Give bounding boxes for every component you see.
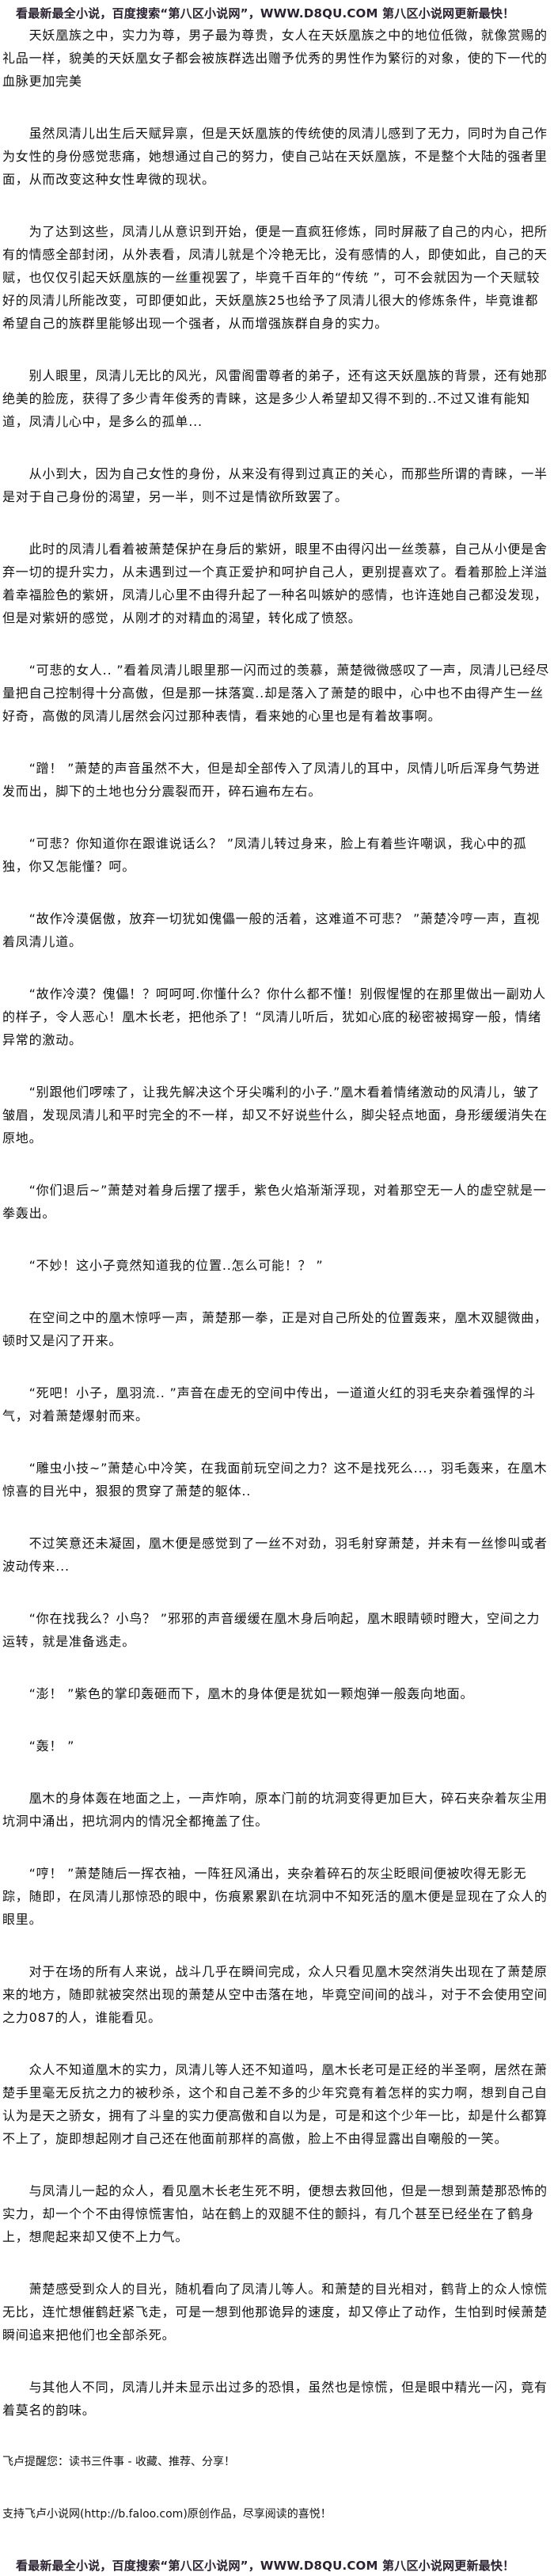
site-banner-top: 看最新最全小说，百度搜索“第八区小说网”，WWW.D8QU.COM 第八区小说网… — [16, 6, 515, 21]
chapter-content: 天妖凰族之中，实力为尊，男子最为尊贵，女人在天妖凰族之中的地位低微，就像赏赐的礼… — [0, 24, 550, 2422]
paragraph: 虽然凤清儿出生后天赋异禀，但是天妖凰族的传统使的凤清儿感到了无力，同时为自己作为… — [2, 126, 548, 187]
reading-reminder: 飞卢提醒您：读书三件事 - 收藏、推荐、分享！ — [2, 2456, 235, 2468]
paragraph: “哼！ ”萧楚随后一挥衣袖，一阵狂风涌出，夹杂着碎石的灰尘眨眼间便被吹得无影无踪… — [2, 1866, 548, 1927]
paragraph: 天妖凰族之中，实力为尊，男子最为尊贵，女人在天妖凰族之中的地位低微，就像赏赐的礼… — [2, 28, 548, 89]
paragraph: 为了达到这些，凤清儿从意识到开始，便是一直疯狂修炼，同时屏蔽了自己的内心，把所有… — [2, 224, 548, 331]
paragraph: 别人眼里，凤清儿无比的风光，风雷阁雷尊者的弟子，还有这天妖凰族的背景，还有她那绝… — [2, 368, 548, 429]
paragraph: “可悲？你知道你在跟谁说话么？ ”凤清儿转过身来，脸上有着些许嘲讽，我心中的孤独… — [2, 836, 527, 874]
paragraph: “故作冷漠？傀儡！？呵呵呵.你懂什么？你什么都不懂！别假惺惺的在那里做出一副劝人… — [2, 986, 546, 1047]
paragraph: “死吧！小子，凰羽流.. ”声音在虚无的空间中传出，一道道火红的羽毛夹杂着强悍的… — [2, 1385, 537, 1423]
paragraph: 对于在场的所有人来说，战斗几乎在瞬间完成，众人只看见凰木突然消失出现在了萧楚原来… — [2, 1964, 548, 2025]
paragraph: 不过笑意还未凝固，凰木便是感觉到了一丝不对劲，羽毛射穿萧楚，并未有一丝惨叫或者波… — [2, 1536, 548, 1574]
site-banner-bottom: 看最新最全小说，百度搜索“第八区小说网”，WWW.D8QU.COM 第八区小说网… — [16, 2559, 515, 2573]
paragraph: “澎！ ”紫色的掌印轰砸而下，凰木的身体便是犹如一颗炮弹一般轰向地面。 — [28, 1686, 474, 1701]
paragraph: 众人不知道凰木的实力，凤清儿等人还不知道吗，凰木长老可是正经的半圣啊，居然在萧楚… — [2, 2062, 548, 2146]
paragraph: “雕虫小技~”萧楚心中冷笑，在我面前玩空间之力？这不是找死么...，羽毛轰来，在… — [2, 1461, 548, 1499]
paragraph: “故作冷漠倨傲，放弃一切犹如傀儡一般的活着，这难道不可悲？ ”萧楚冷哼一声，直视… — [2, 911, 541, 949]
paragraph: 与其他人不同，凤清儿并未显示出过多的恐惧，虽然也是惊慌，但是眼中精光一闪，竟有着… — [2, 2380, 548, 2418]
paragraph: “轰！ ” — [28, 1738, 75, 1753]
paragraph: 在空间之中的凰木惊呼一声，萧楚那一拳，正是对自己所处的位置轰来，凰木双腿微曲，顿… — [2, 1310, 548, 1348]
paragraph: 从小到大，因为自己女性的身份，从来没有得到过真正的关心，而那些所谓的青睐，一半是… — [2, 466, 548, 504]
support-notice: 支持飞卢小说网(http://b.faloo.com)原创作品，尽享阅读的喜悦！ — [2, 2508, 332, 2521]
paragraph: “你在找我么？小鸟？ ”邪邪的声音缓缓在凰木身后响起，凰木眼睛顿时瞪大，空间之力… — [2, 1611, 541, 1649]
paragraph: “蹭！ ”萧楚的声音虽然不大，但是却全部传入了凤清儿的耳中，凤情儿听后浑身气势迸… — [2, 761, 541, 799]
paragraph: “可悲的女人.. ”看着凤清儿眼里那一闪而过的羡慕，萧楚微微感叹了一声，凤清儿已… — [2, 663, 550, 724]
chapter-footer: 飞卢提醒您：读书三件事 - 收藏、推荐、分享！ 支持飞卢小说网(http://b… — [0, 2451, 554, 2526]
paragraph: “别跟他们啰嗦了，让我先解决这个牙尖嘴利的小子.”凰木看着情绪激动的风清儿，皱了… — [2, 1085, 548, 1146]
paragraph: 与凤清儿一起的众人，看见凰木长老生死不明，便想去救回他，但是一想到萧楚那恐怖的实… — [2, 2183, 548, 2244]
paragraph: 萧楚感受到众人的目光，随机看向了凤清儿等人。和萧楚的目光相对，鹤背上的众人惊慌无… — [2, 2282, 548, 2342]
paragraph: “不妙！这小子竟然知道我的位置..怎么可能！？ ” — [28, 1258, 324, 1273]
paragraph: 此时的凤清儿看着被萧楚保护在身后的紫妍，眼里不由得闪出一丝羡慕，自己从小便是舍弃… — [2, 541, 548, 625]
paragraph: 凰木的身体轰在地面之上，一声炸响，原本门前的坑洞变得更加巨大，碎石夹杂着灰尘用坑… — [2, 1791, 548, 1829]
paragraph: “你们退后~”萧楚对着身后摆了摆手，紫色火焰渐渐浮现，对着那空无一人的虚空就是一… — [2, 1183, 547, 1221]
